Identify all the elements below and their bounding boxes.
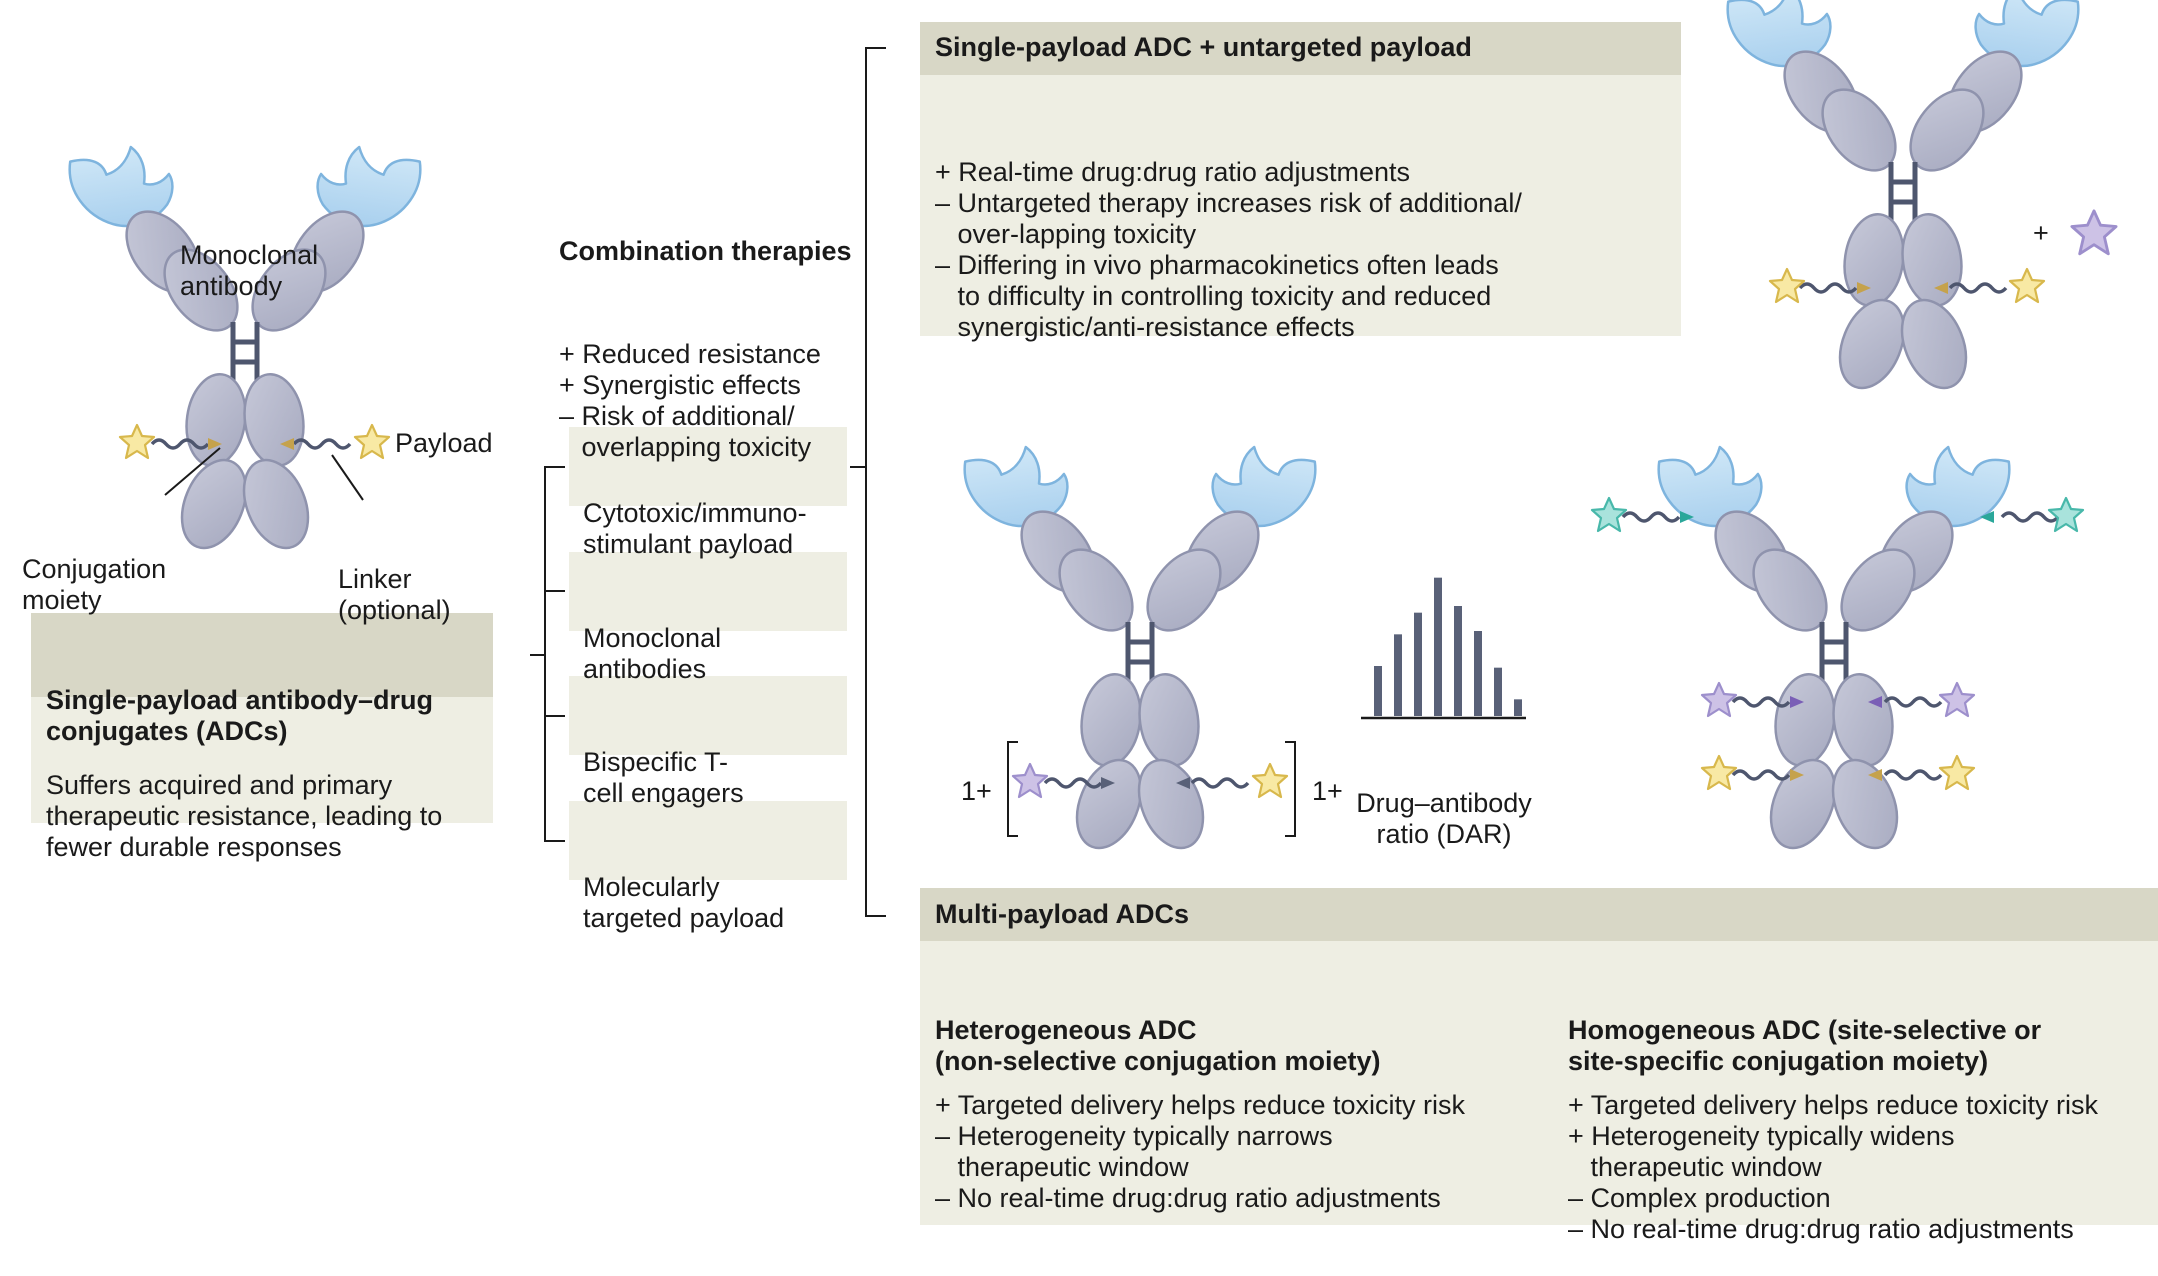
left-payload-1 [118,423,156,460]
option-box-mab [569,552,847,631]
homo-points: + Targeted delivery helps reduce toxicit… [1568,1090,2099,1244]
top-panel-head [920,22,1681,75]
option-box-bispecific [569,676,847,755]
multi-panel-title: Multi-payload ADCs [935,899,1190,929]
multi-panel-body [920,941,2158,1225]
single-adc-box-body [31,697,493,823]
option-bispecific: Bispecific T-cell engagers [583,747,744,808]
top-panel-body [920,75,1681,336]
dar-bar-7 [1494,667,1502,716]
dar-bar-3 [1414,612,1422,716]
left-payload-2 [353,423,391,460]
dar-bar-6 [1474,631,1482,716]
dar-bar-5 [1454,606,1462,716]
option-cytotoxic: Cytotoxic/immuno-stimulant payload [583,498,807,559]
dar-bar-2 [1394,634,1402,716]
payload-label: Payload [395,428,493,458]
top-panel-title: Single-payload ADC + untargeted payload [935,32,1472,62]
hetero-points: + Targeted delivery helps reduce toxicit… [935,1090,1466,1213]
one-plus-left: 1+ [961,776,992,806]
linker-label: Linker(optional) [338,564,451,625]
multi-panel-head [920,888,2158,941]
dar-bar-chart [1374,577,1522,716]
diagram-artwork [0,0,2118,917]
dar-bar-4 [1434,577,1442,716]
dar-bar-8 [1514,699,1522,716]
left-linker-2 [292,438,352,450]
heterogeneous-antibody [962,442,1317,857]
top-right-antibody [1725,0,2080,398]
one-plus-right: 1+ [1312,776,1343,806]
combo-points: + Reduced resistance+ Synergistic effect… [559,339,821,462]
top-panel-points: + Real-time drug:drug ratio adjustments–… [935,157,1522,342]
left-linker-1 [150,438,210,450]
option-box-cytotoxic [569,427,847,506]
dar-bar-1 [1374,666,1382,716]
hetero-title: Heterogeneous ADC(non-selective conjugat… [935,1015,1381,1076]
free-payload-star [2070,209,2118,256]
single-adc-box-head [31,613,493,697]
option-box-molecular [569,801,847,880]
plus-sign: + [2033,218,2049,248]
homogeneous-antibody [1656,442,2011,857]
combo-title: Combination therapies [559,236,852,266]
